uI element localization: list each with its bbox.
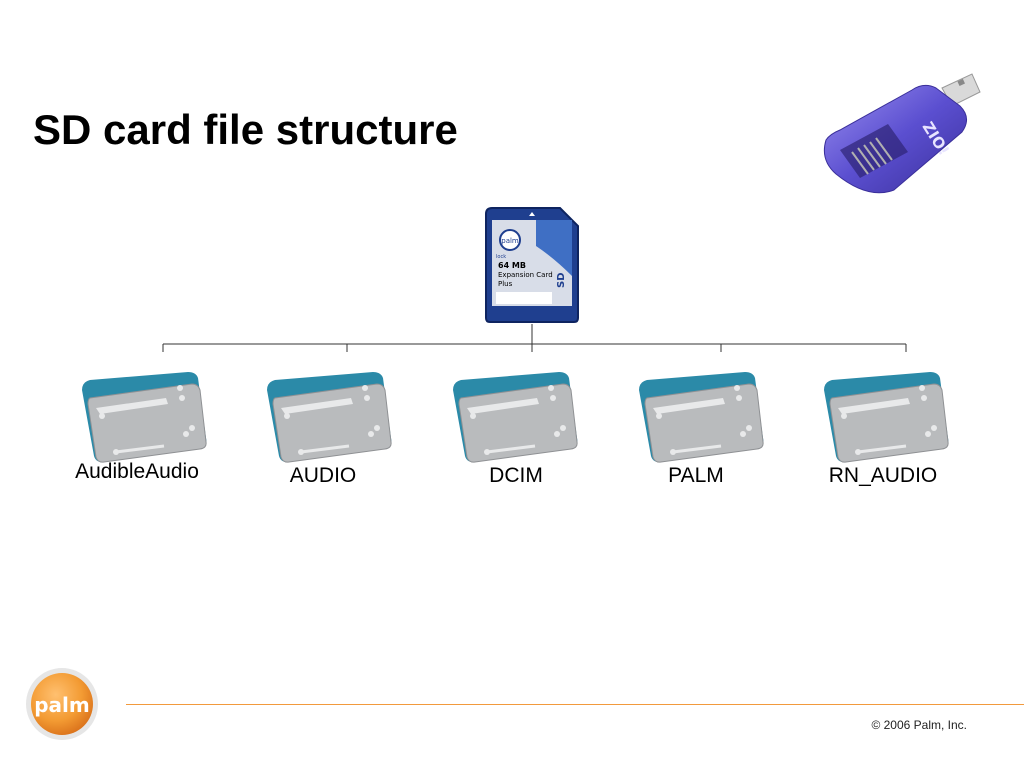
folder-label: AUDIO xyxy=(289,464,357,487)
folder-label: RN_AUDIO xyxy=(828,464,938,487)
usb-card-reader-image: ZIO! xyxy=(823,73,981,194)
sd-card-logo: SD xyxy=(556,272,567,288)
folder-label: DCIM xyxy=(489,464,543,487)
sd-card-line3: Plus xyxy=(498,280,513,288)
folder-icon[interactable] xyxy=(447,368,581,466)
folder-icon[interactable] xyxy=(76,368,210,466)
sd-card-lock-label: lock xyxy=(496,254,506,260)
folder-icon[interactable] xyxy=(633,368,767,466)
folder-icon[interactable] xyxy=(261,368,395,466)
sd-card-image: palm lock 64 MB Expansion Card Plus SD xyxy=(485,207,579,323)
footer-divider xyxy=(126,704,1024,705)
sd-card-capacity: 64 MB xyxy=(498,261,526,270)
folder-label: PALM xyxy=(668,464,724,487)
sd-card-line2: Expansion Card xyxy=(498,271,553,279)
palm-logo-text: palm xyxy=(34,693,90,717)
copyright-text: © 2006 Palm, Inc. xyxy=(871,718,967,732)
sd-card-brand: palm xyxy=(501,237,519,245)
folder-label: AudibleAudio xyxy=(75,460,199,483)
slide-title: SD card file structure xyxy=(33,106,458,153)
folder-icon[interactable] xyxy=(818,368,952,466)
palm-logo: palm xyxy=(26,668,98,740)
